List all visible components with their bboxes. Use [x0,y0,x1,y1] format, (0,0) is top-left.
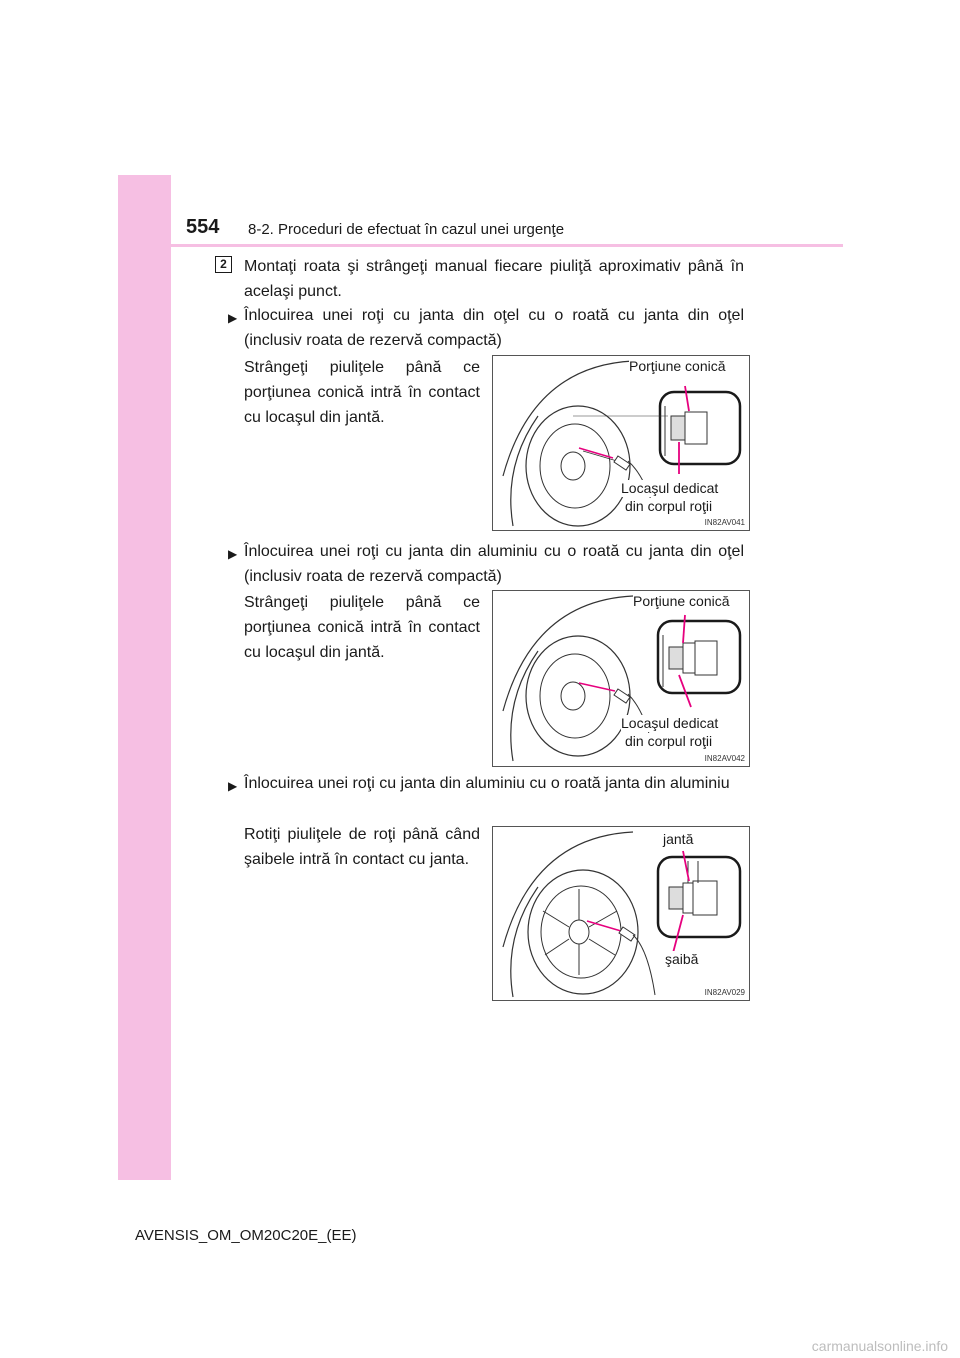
figure-steel-to-steel: Porţiune conică Locaşul dedicat din corp… [492,355,750,531]
case-2-instruction: Strângeţi piuliţele până ce porţiunea co… [244,594,480,661]
label-wheel-seat-line2: din corpul roţii [625,733,713,750]
bullet-arrow-icon: ▶ [228,779,238,793]
wheel-illustration-icon [502,360,742,527]
label-wheel-seat-line1: Locaşul dedicat [621,715,719,732]
label-wheel-seat-line1: Locaşul dedicat [621,480,719,497]
label-conical-portion: Porţiune conică [629,358,726,375]
label-washer: şaibă [665,951,699,968]
header-rule [171,244,843,247]
side-color-strip [118,175,171,1180]
label-conical-portion: Porţiune conică [633,593,730,610]
bullet-arrow-icon: ▶ [228,547,238,561]
figure-aluminum-to-aluminum: jantă şaibă IN82AV029 [492,826,750,1001]
figure-code: IN82AV029 [704,988,745,997]
label-wheel-seat-line2: din corpul roţii [625,498,713,515]
step-text: Montaţi roata şi strângeţi manual fiecar… [244,258,744,300]
figure-code: IN82AV042 [704,754,745,763]
section-title: 8-2. Proceduri de efectuat în cazul unei… [248,221,565,238]
case-3-instruction: Rotiţi piuliţele de roţi până când şaibe… [244,826,480,868]
bullet-arrow-icon: ▶ [228,311,238,325]
case-3-title-text: Înlocuirea unei roţi cu janta din alumin… [244,775,730,792]
case-1-title-text: Înlocuirea unei roţi cu janta din oţel c… [244,307,744,349]
case-2-title-text: Înlocuirea unei roţi cu janta din alumin… [244,543,744,585]
case-1-instruction: Strângeţi piuliţele până ce porţiunea co… [244,359,480,426]
label-rim: jantă [663,831,694,848]
manual-code-footer: AVENSIS_OM_OM20C20E_(EE) [135,1227,357,1244]
watermark: carmanualsonline.info [811,1338,948,1354]
case-1-title: ▶ Înlocuirea unei roţi cu janta din oţel… [228,303,744,353]
case-3-title: ▶ Înlocuirea unei roţi cu janta din alum… [228,771,744,796]
page-number: 554 [186,216,220,238]
case-2-title: ▶ Înlocuirea unei roţi cu janta din alum… [228,539,744,589]
figure-code: IN82AV041 [704,518,745,527]
alloy-wheel-illustration-icon [502,831,742,998]
figure-aluminum-to-steel: Porţiune conică Locaşul dedicat din corp… [492,590,750,767]
step-number-badge: 2 [215,256,232,273]
wheel-illustration-icon [502,595,742,762]
